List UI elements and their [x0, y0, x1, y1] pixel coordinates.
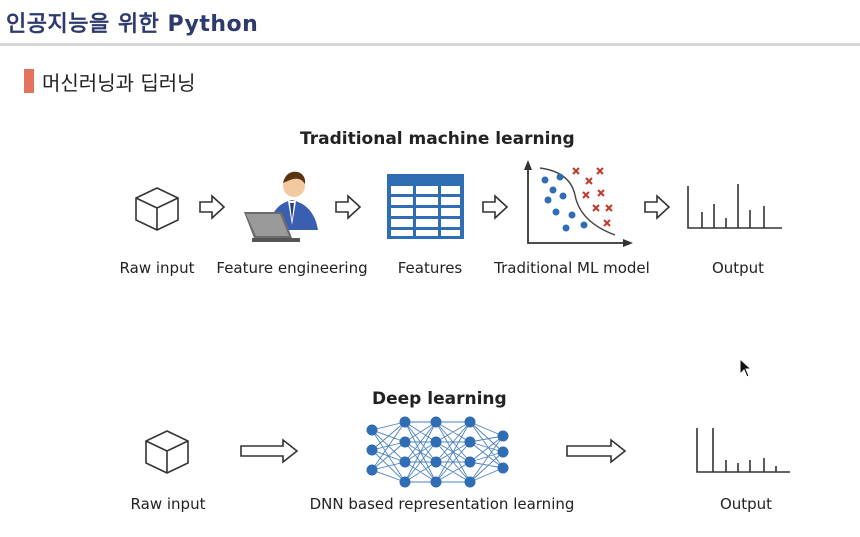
- page-title: 인공지능을 위한 Python: [6, 12, 259, 37]
- arrow-right-icon: [199, 194, 226, 220]
- scatter-classifier-icon: [524, 160, 633, 247]
- traditional-ml-title: Traditional machine learning: [300, 129, 575, 149]
- arrow-right-icon: [566, 438, 627, 464]
- header: 인공지능을 위한 Python: [0, 0, 860, 46]
- cube-icon: [145, 430, 189, 474]
- arrow-right-icon: [644, 194, 671, 220]
- arrow-right-icon: [335, 194, 362, 220]
- bar-output-icon: [687, 184, 782, 229]
- caption-raw-input: Raw input: [119, 259, 195, 277]
- caption-traditional-ml-model: Traditional ML model: [494, 259, 650, 277]
- caption-raw-input-deep: Raw input: [130, 495, 206, 513]
- caption-dnn-representation: DNN based representation learning: [309, 495, 575, 513]
- deep-learning-title: Deep learning: [372, 389, 507, 409]
- arrow-right-icon: [482, 194, 509, 220]
- caption-output: Output: [711, 259, 765, 277]
- table-icon: [387, 174, 464, 239]
- section-label: 머신러닝과 딥러닝: [42, 70, 196, 95]
- caption-output-deep: Output: [719, 495, 773, 513]
- header-divider: [0, 43, 860, 46]
- section-heading: 머신러닝과 딥러닝: [24, 66, 196, 96]
- engineer-laptop-icon: [244, 171, 318, 242]
- bar-output-icon: [696, 428, 790, 473]
- cube-icon: [135, 187, 179, 231]
- caption-feature-engineering: Feature engineering: [216, 259, 368, 277]
- section-accent-bar: [24, 69, 34, 93]
- mouse-cursor-icon: [739, 358, 753, 378]
- caption-features: Features: [397, 259, 463, 277]
- arrow-right-icon: [240, 438, 299, 464]
- neural-network-icon: [366, 416, 509, 488]
